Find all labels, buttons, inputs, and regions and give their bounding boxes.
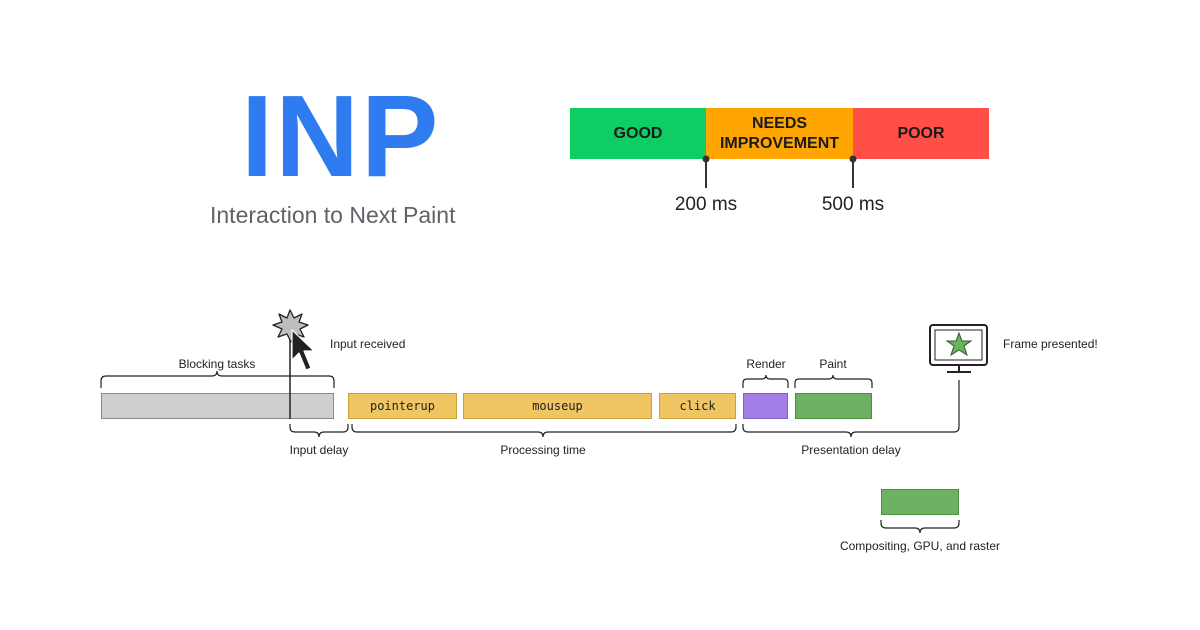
threshold-good-label: GOOD [613, 124, 663, 142]
monitor-star-icon [929, 324, 988, 373]
compositing-bar [881, 489, 959, 515]
phase-pointerup-label: pointerup [369, 399, 436, 413]
cursor-arrow-icon [291, 329, 315, 371]
threshold-good: GOOD [570, 108, 706, 159]
processing-time-label: Processing time [500, 443, 586, 457]
input-delay-brace [289, 424, 349, 438]
threshold-needs-improvement: NEEDS IMPROVEMENT [706, 108, 853, 159]
render-brace [742, 374, 789, 388]
phase-mouseup-label: mouseup [532, 399, 583, 413]
paint-label: Paint [819, 357, 847, 371]
processing-phase-mouseup: mouseup [463, 393, 652, 419]
input-delay-label: Input delay [289, 443, 349, 457]
threshold-500ms-tick [849, 155, 857, 188]
compositing-brace [880, 520, 960, 534]
threshold-poor-label: POOR [897, 124, 945, 142]
presentation-delay-brace [742, 380, 960, 438]
render-label: Render [746, 357, 786, 371]
inp-subtitle: Interaction to Next Paint [210, 202, 456, 228]
threshold-poor: POOR [853, 108, 989, 159]
processing-phase-click: click [659, 393, 736, 419]
presentation-delay-label: Presentation delay [801, 443, 901, 457]
processing-phase-pointerup: pointerup [348, 393, 457, 419]
threshold-200ms-label: 200 ms [674, 194, 738, 215]
frame-presented-label: Frame presented! [1003, 337, 1098, 351]
threshold-needs-label-1: NEEDS [751, 114, 808, 132]
inp-title: INP [241, 71, 441, 201]
threshold-needs-label-2: IMPROVEMENT [719, 134, 840, 152]
blocking-tasks-brace [100, 370, 335, 388]
phase-click-label: click [679, 399, 716, 413]
paint-brace [794, 374, 873, 388]
input-received-label: Input received [330, 337, 406, 351]
compositing-label: Compositing, GPU, and raster [839, 539, 1001, 553]
threshold-200ms-tick [702, 155, 710, 188]
blocking-tasks-bar [101, 393, 334, 419]
blocking-tasks-label: Blocking tasks [178, 357, 256, 371]
threshold-500ms-label: 500 ms [821, 194, 885, 215]
render-bar [743, 393, 788, 419]
processing-time-brace [351, 424, 737, 438]
starburst-icon [272, 309, 309, 343]
paint-bar [795, 393, 872, 419]
